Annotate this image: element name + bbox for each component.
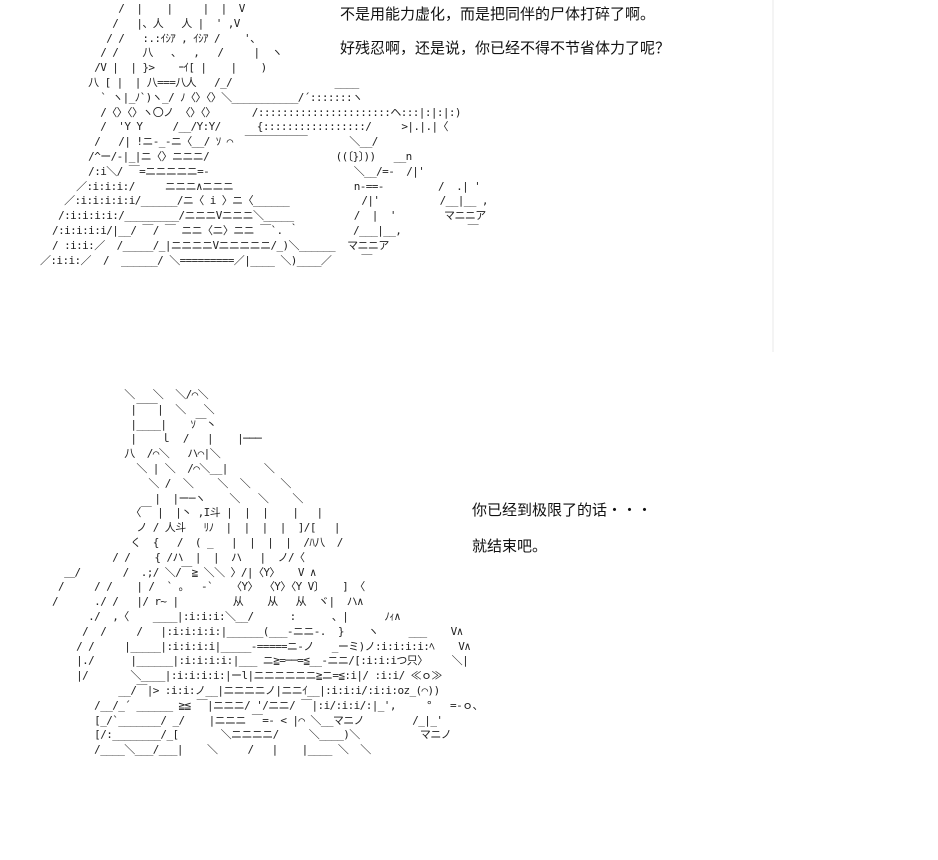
panel-edge xyxy=(772,0,774,352)
top-panel: / | | | | V / |、人 人 | ' ,V / / :.:ｲｼｱ , … xyxy=(0,0,772,352)
bottom-panel xyxy=(0,362,938,860)
ascii-art-bottom-scene: ＼ ＼ ＼/⌒＼ |￣￣| ＼ ＼ |____| ｿ￣丶 | ｌ / | |──… xyxy=(52,388,483,757)
ascii-art-top-scene: / | | | | V / |、人 人 | ' ,V / / :.:ｲｼｱ , … xyxy=(40,2,488,267)
dialogue-line-3: 你已经到极限了的话・・・ xyxy=(472,501,653,519)
dialogue-line-2: 好残忍啊，还是说，你已经不得不节省体力了呢？ xyxy=(340,39,671,57)
dialogue-line-4: 就结束吧。 xyxy=(472,537,548,555)
dialogue-line-1: 不是用能力虚化，而是把同伴的尸体打碎了啊。 xyxy=(340,5,656,23)
